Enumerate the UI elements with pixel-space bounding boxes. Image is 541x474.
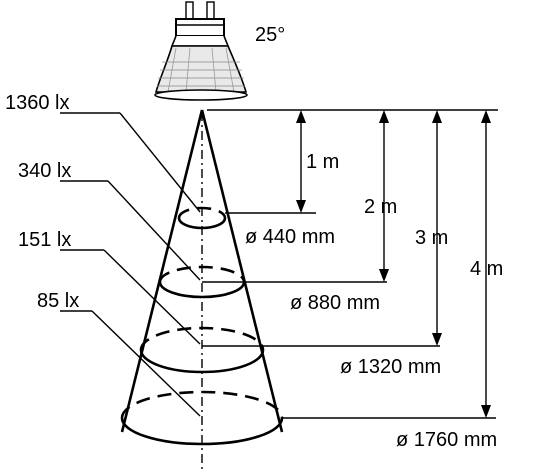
diameter-label-4m: ø 1760 mm xyxy=(396,429,497,451)
distance-label-2m: 2 m xyxy=(364,196,397,218)
illuminance-leader-lines xyxy=(60,112,201,417)
diameter-label-2m: ø 880 mm xyxy=(290,292,380,314)
lamp-icon xyxy=(154,1,248,101)
beam-angle-label: 25° xyxy=(255,24,285,46)
distance-label-4m: 4 m xyxy=(470,258,503,280)
illuminance-label-2m: 340 lx xyxy=(18,160,71,182)
distance-label-3m: 3 m xyxy=(415,227,448,249)
illuminance-label-1m: 1360 lx xyxy=(5,92,70,114)
beam-cross-sections xyxy=(120,206,284,446)
illuminance-label-4m: 85 lx xyxy=(37,290,79,312)
illuminance-label-3m: 151 lx xyxy=(18,229,71,251)
diameter-label-3m: ø 1320 mm xyxy=(340,356,441,378)
distance-label-1m: 1 m xyxy=(306,151,339,173)
diameter-label-1m: ø 440 mm xyxy=(245,226,335,248)
distance-arrows xyxy=(296,110,491,418)
beam-cone xyxy=(120,109,284,470)
diameter-reference-lines xyxy=(202,212,496,419)
